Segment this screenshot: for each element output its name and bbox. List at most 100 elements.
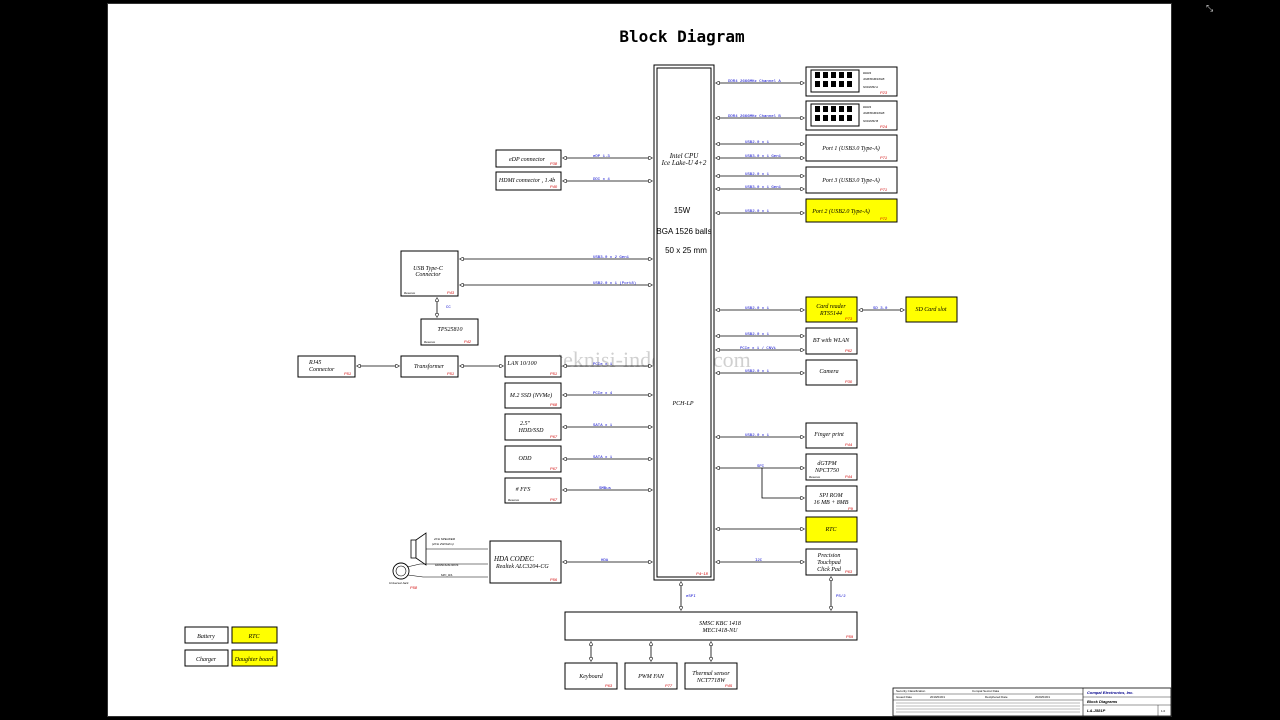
- port3-block[interactable]: Port 3 (USB3.0 Type-A) P71: [805, 166, 898, 194]
- port2-label: Port 2 (USB2.0 Type-A): [811, 208, 870, 215]
- codec-page: P56: [550, 577, 558, 582]
- dimm-b-slot: SODIMM B: [863, 119, 878, 123]
- tpm-label: dGTPM: [817, 461, 837, 467]
- hdd-page: P67: [550, 434, 558, 439]
- legend-battery: Battery: [197, 634, 215, 640]
- edp-page: P38: [550, 161, 558, 166]
- rj45-block[interactable]: RJ45 Connector P51: [297, 355, 356, 378]
- dimm-b-page: P24: [880, 124, 888, 129]
- ec-chip: MEC1418-NU: [702, 627, 739, 634]
- ec-block[interactable]: SMSC KBC 1418 MEC1418-NU P59: [564, 611, 858, 641]
- tps-block[interactable]: TPS25810 Reserve P42: [420, 318, 479, 346]
- headphone-jack-icon: HDMIL/HALIDOS MIC_R/L Universal Jack P58: [389, 562, 488, 590]
- dimm-a-slot: SODIMM A: [863, 85, 878, 89]
- bus-edp: eDP 1.3: [593, 155, 610, 159]
- port2-block[interactable]: Port 2 (USB2.0 Type-A) P72: [805, 198, 898, 223]
- legend-rtc: RTC: [247, 634, 260, 640]
- dimm-a-size: 4GB/8GB/16GB: [863, 77, 884, 81]
- camera-page: P30: [845, 379, 853, 384]
- transformer-block[interactable]: Transformer P51: [400, 355, 459, 378]
- cpu-block[interactable]: Intel CPU Ice Lake-U 4+2 15W BGA 1526 ba…: [653, 64, 715, 581]
- expand-icon[interactable]: ⤡: [1206, 4, 1214, 14]
- legend-daughter: Daughter board: [234, 657, 275, 663]
- tb-deciphered: Deciphered Date: [985, 695, 1008, 699]
- ffs-block[interactable]: # FFS Reserve P67: [504, 477, 562, 504]
- cpu-size: 50 x 25 mm: [665, 246, 707, 255]
- tps-note: Reserve: [424, 340, 436, 344]
- keyboard-block[interactable]: Keyboard P63: [564, 662, 618, 690]
- bus-i2c: I2C: [755, 559, 763, 563]
- tpm-block[interactable]: dGTPM NPCT750 Reserve P44: [805, 453, 858, 481]
- sd-slot-block[interactable]: SD Card slot: [905, 296, 958, 323]
- card-reader-page: P73: [845, 316, 853, 321]
- edp-label: eDP connector: [509, 157, 546, 163]
- edp-block[interactable]: eDP connector P38: [495, 149, 562, 168]
- hdmi-block[interactable]: HDMI connector , 1.4b P40: [495, 171, 562, 191]
- speaker-icon: 2CH SPEAKER (2CH 2W/4ohm): [410, 532, 488, 566]
- touchpad-l1: Precision: [817, 553, 841, 559]
- thermal-chip: NCT7718W: [696, 678, 726, 684]
- odd-block[interactable]: ODD P67: [504, 445, 562, 473]
- odd-label: ODD: [519, 456, 533, 462]
- hdd-block[interactable]: 2.5" HDD/SSD P67: [504, 413, 562, 441]
- bus-sd: SD 3.0: [873, 307, 888, 311]
- port1-block[interactable]: Port 1 (USB3.0 Type-A) P71: [805, 134, 898, 162]
- hda-codec-block[interactable]: HDA CODEC Realtek ALC3204-CG P56: [489, 540, 562, 584]
- bus-wlan: PCIe x 1 / CNVi: [740, 346, 777, 351]
- keyboard-page: P63: [605, 683, 613, 688]
- m2-label: M.2 SSD (NVMe): [509, 392, 552, 399]
- usbc-block[interactable]: USB Type-C Connector Reserve P43: [400, 250, 459, 297]
- bus-hdd-sata: SATA x 1: [593, 424, 613, 428]
- usbc-sub: Connector: [415, 272, 441, 278]
- camera-block[interactable]: Camera P30: [805, 359, 858, 386]
- card-reader-block[interactable]: Card reader RTS5144 P73: [805, 296, 858, 323]
- lan-block[interactable]: LAN 10/100 P51: [504, 355, 562, 378]
- port3-page: P71: [880, 187, 887, 192]
- cpu-name: Intel CPU: [669, 152, 700, 160]
- bus-lan-pcie: PCIe x 1: [593, 363, 613, 367]
- bus-ps2: PS/2: [836, 594, 846, 599]
- tpm-page: P44: [845, 474, 853, 479]
- hdmi-page: P40: [550, 184, 558, 189]
- m2-ssd-block[interactable]: M.2 SSD (NVMe) P68: [504, 382, 562, 409]
- odd-page: P67: [550, 466, 558, 471]
- ec-label: SMSC KBC 1418: [699, 620, 741, 627]
- thermal-label: Thermal sensor: [692, 671, 730, 677]
- bus-usbc-usb2: USB2.0 x 1 (Port8): [593, 281, 636, 286]
- ffs-label: # FFS: [516, 487, 531, 493]
- transformer-page: P51: [447, 371, 454, 376]
- jack-page: P58: [410, 585, 418, 590]
- camera-label: Camera: [819, 369, 838, 375]
- bt-wlan-block[interactable]: BT with WLAN P62: [805, 327, 858, 355]
- touchpad-block[interactable]: Precision Touchpad Click Pad P63: [805, 548, 858, 576]
- tb-sheet: Block Diagrams: [1087, 699, 1118, 704]
- schematic-sheet: [107, 3, 1172, 717]
- ffs-note: Reserve: [508, 498, 520, 502]
- jack-label: Universal Jack: [389, 581, 409, 585]
- speaker-spec: (2CH 2W/4ohm): [432, 542, 454, 546]
- m2-page: P68: [550, 402, 558, 407]
- legend-charger: Charger: [196, 657, 217, 663]
- spi-rom-block[interactable]: SPI ROM 16 MB + 8MB P9: [805, 485, 858, 512]
- fan-block[interactable]: PWM FAN P77: [624, 662, 678, 690]
- bus-port2-usb2: USB2.0 x 1: [745, 210, 770, 214]
- port1-page: P71: [880, 155, 887, 160]
- rtc-block[interactable]: RTC: [805, 516, 858, 543]
- bus-espi: eSPI: [686, 595, 696, 599]
- tb-security: Security Classification: [896, 689, 926, 693]
- touchpad-l2: Touchpad: [817, 560, 841, 566]
- fan-label: PWM FAN: [637, 674, 665, 680]
- card-reader-label: Card reader: [816, 304, 846, 310]
- bus-port3-usb2: USB2.0 x 1: [745, 173, 770, 177]
- sodimm-b-block[interactable]: DDR4 4GB/8GB/16GB SODIMM B P24: [805, 100, 898, 131]
- rj45-sub: Connector: [309, 367, 335, 373]
- jack-signal-1: HDMIL/HALIDOS: [435, 563, 458, 567]
- fingerprint-block[interactable]: Finger print P44: [805, 422, 858, 449]
- bus-spi: SPI: [757, 465, 764, 469]
- sodimm-a-block[interactable]: DDR4 4GB/8GB/16GB SODIMM A P23: [805, 66, 898, 97]
- spi-rom-size: 16 MB + 8MB: [814, 500, 849, 506]
- codec-label: HDA CODEC: [493, 555, 534, 563]
- bt-wlan-page: P62: [845, 348, 853, 353]
- thermal-block[interactable]: Thermal sensor NCT7718W P45: [684, 662, 738, 690]
